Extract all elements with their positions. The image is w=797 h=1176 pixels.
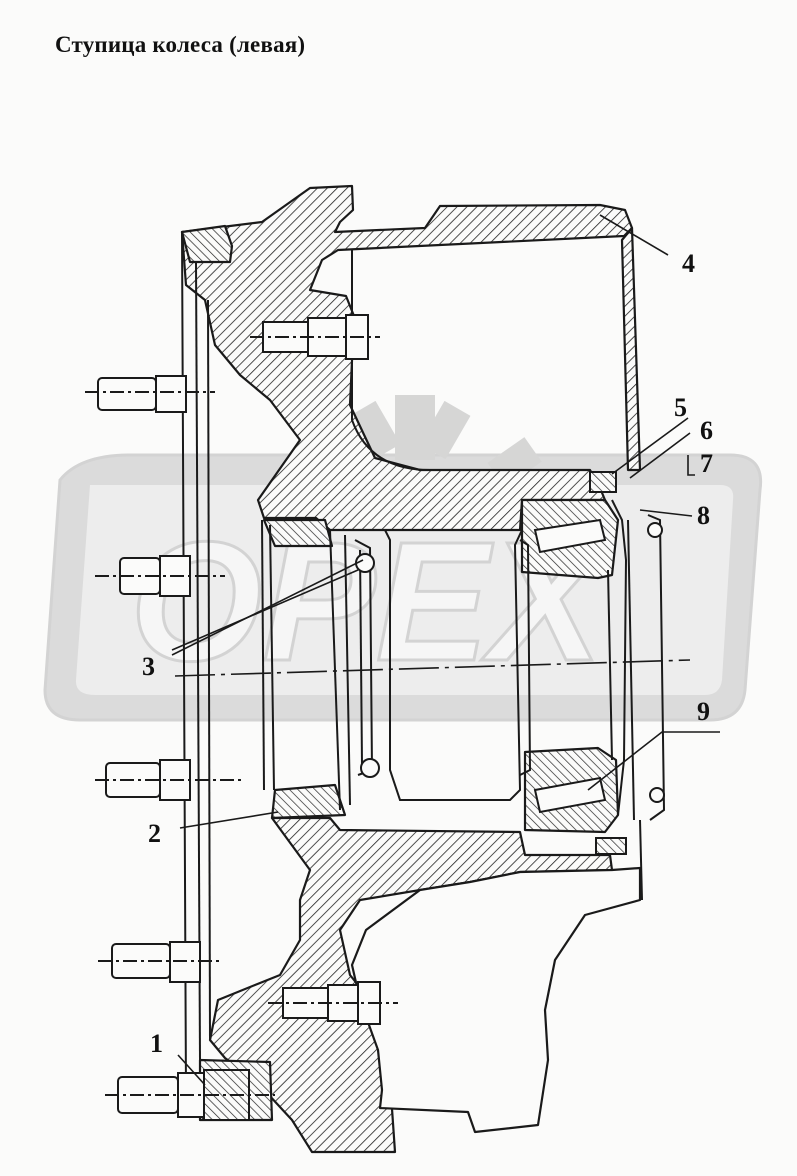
- callout-9: 9: [697, 697, 710, 726]
- callout-7: 7: [700, 449, 713, 478]
- page-title: Ступица колеса (левая): [55, 32, 306, 57]
- stud-2: [95, 555, 225, 597]
- bearing-rollers: [355, 471, 665, 855]
- callout-1: 1: [150, 1029, 163, 1058]
- leader-lines: [171, 214, 720, 1086]
- callout-2: 2: [148, 819, 161, 848]
- callout-3: 3: [142, 652, 155, 681]
- stud-4: [98, 941, 222, 983]
- callout-4: 4: [682, 249, 695, 278]
- bolt-upper: [250, 314, 380, 360]
- stud-1: [85, 375, 215, 413]
- center-axis: [174, 659, 691, 677]
- callout-8: 8: [697, 501, 710, 530]
- stud-5: [105, 1069, 275, 1121]
- callout-6: 6: [700, 416, 713, 445]
- callout-5: 5: [674, 393, 687, 422]
- callout-labels: 1 2 3 4 5 6 7 8 9: [142, 249, 713, 1058]
- hub-section: [180, 184, 642, 1154]
- stud-3: [95, 759, 245, 801]
- wheel-studs: [85, 375, 275, 1121]
- bolt-lower: [268, 981, 398, 1025]
- drum-bolts: [250, 314, 398, 1025]
